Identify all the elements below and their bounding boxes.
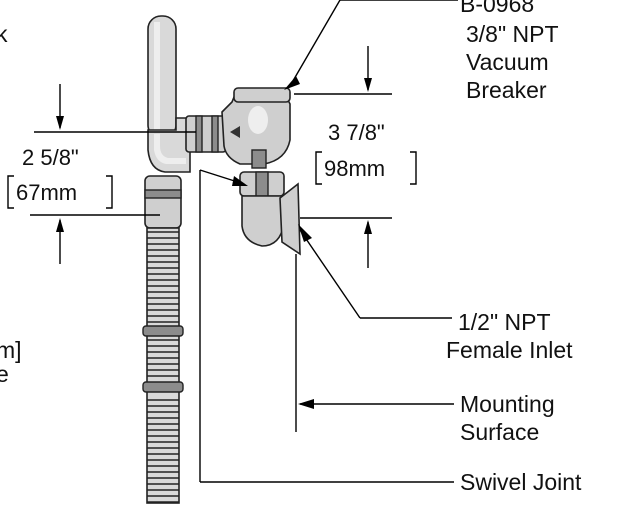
partial-text-mid2: e (0, 361, 9, 387)
vacuum-breaker-code: B-0968 (460, 0, 534, 17)
inlet-elbow (241, 195, 285, 247)
union-nut (185, 115, 227, 153)
callout-vacuum-breaker: B-0968 3/8" NPT Vacuum Breaker (284, 0, 559, 103)
mounting-flange (279, 182, 301, 256)
mounting-word1: Mounting (460, 391, 555, 417)
swivel-nut (239, 171, 285, 197)
hose-ribs (147, 231, 179, 503)
callout-mounting-surface: Mounting Surface (295, 254, 555, 445)
vacuum-breaker-size: 3/8" NPT (466, 21, 559, 47)
right-dim-inch: 3 7/8" (328, 120, 385, 145)
mounting-word2: Surface (460, 419, 539, 445)
left-dim-inch: 2 5/8" (22, 145, 79, 170)
swivel-joint-label: Swivel Joint (460, 469, 582, 495)
left-dimension: 2 5/8" 67mm (7, 84, 196, 264)
callout-female-inlet: 1/2" NPT Female Inlet (298, 224, 573, 363)
inlet-type: Female Inlet (446, 337, 573, 363)
vacuum-breaker-word2: Breaker (466, 77, 547, 103)
riser-pipe (147, 15, 177, 139)
vacuum-breaker-word1: Vacuum (466, 49, 549, 75)
inlet-size: 1/2" NPT (458, 309, 551, 335)
partial-text-mid: m] (0, 337, 22, 363)
left-dim-mm: 67mm (16, 180, 77, 205)
partial-text-top: k (0, 21, 8, 47)
flex-hose (142, 175, 184, 504)
vacuum-breaker (221, 87, 291, 169)
right-dimension: 3 7/8" 98mm (294, 46, 417, 268)
right-dim-mm: 98mm (324, 156, 385, 181)
callout-swivel-joint: Swivel Joint (199, 169, 582, 495)
